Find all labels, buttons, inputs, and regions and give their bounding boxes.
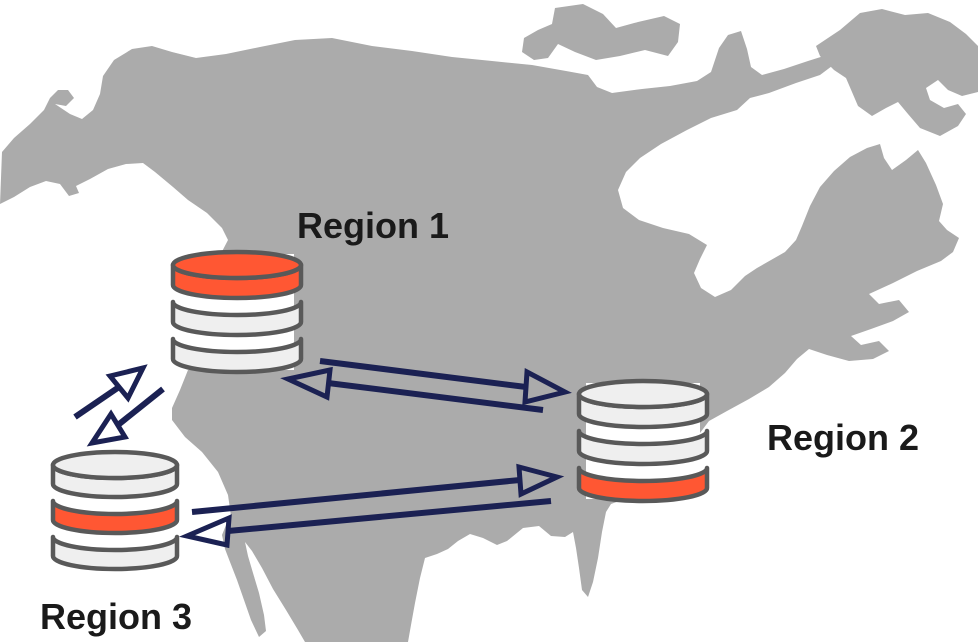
- database-region-3: [50, 449, 180, 572]
- db-top-ellipse: [50, 449, 180, 481]
- arrowhead-right-icon: [522, 367, 572, 406]
- arrow-shaft: [73, 384, 121, 420]
- arrowhead-up-right-icon: [105, 364, 148, 403]
- arctic-island-west: [522, 4, 680, 60]
- arrowhead-down-left-icon: [86, 409, 130, 447]
- db-disk-bottom: [576, 465, 710, 504]
- db-disk-bottom: [50, 534, 180, 572]
- arrow-shaft: [319, 358, 527, 390]
- arrow-shaft: [191, 477, 521, 515]
- region-2-label: Region 2: [767, 417, 919, 458]
- north-america-map: [0, 4, 978, 642]
- database-region-2: [576, 378, 710, 504]
- arrow-shaft: [116, 386, 165, 428]
- db-disk-middle: [576, 428, 710, 467]
- mainland-silhouette: [0, 31, 959, 642]
- db-disk-middle: [50, 498, 180, 536]
- arrow-shaft: [227, 498, 552, 534]
- arrowhead-left-icon: [178, 514, 232, 549]
- arrowhead-right-icon: [516, 463, 565, 498]
- arrowhead-left-icon: [280, 366, 333, 401]
- arrow-region2-to-region3: [178, 498, 552, 549]
- arrow-region1-to-region2: [319, 358, 572, 406]
- region-1-label: Region 1: [297, 205, 449, 246]
- arrow-region3-to-region1: [73, 364, 148, 420]
- region-3-label: Region 3: [40, 596, 192, 637]
- db-top-ellipse: [576, 378, 710, 410]
- arrow-region1-to-region3: [86, 386, 165, 447]
- arrow-region3-to-region2: [191, 463, 565, 515]
- db-disk-middle: [170, 299, 304, 338]
- arrow-shaft: [327, 380, 544, 413]
- database-region-1: [170, 249, 304, 375]
- db-disk-bottom: [170, 336, 304, 375]
- arrow-region2-to-region1: [280, 366, 544, 413]
- arctic-island-east: [816, 9, 978, 136]
- replication-arrows: [73, 358, 572, 549]
- db-top-ellipse: [170, 249, 304, 281]
